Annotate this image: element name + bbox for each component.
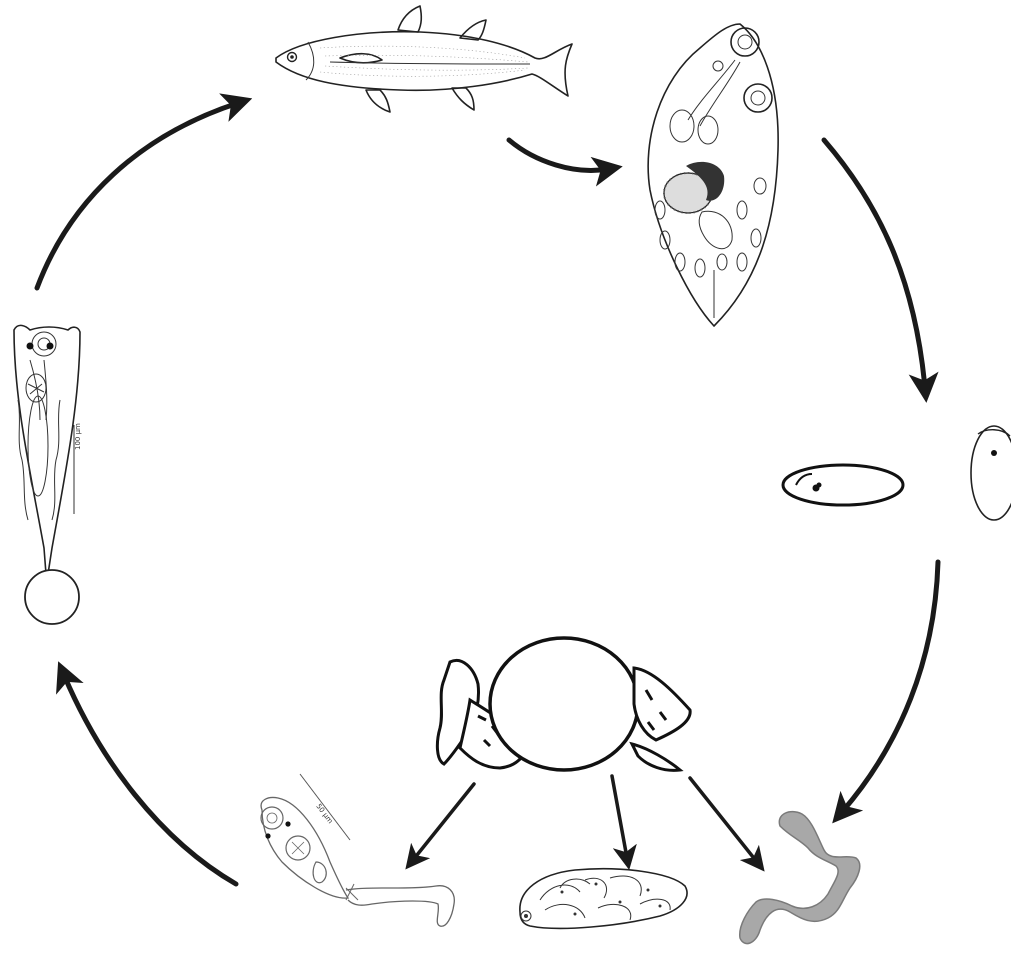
cercaria-icon: 50 µm: [261, 774, 454, 926]
adult-fluke-icon: [648, 24, 778, 326]
snail-icon: [437, 638, 690, 770]
cercaria-scale-label: 50 µm: [314, 802, 334, 825]
arrow-cercaria-to-metacercaria: [64, 675, 236, 884]
metacercaria-scale-label: 100 µm: [74, 423, 82, 450]
egg-icon: [783, 465, 903, 505]
redia-icon: [520, 869, 687, 929]
fish-icon: [276, 6, 572, 112]
arrow-snail-to-cercaria: [413, 784, 474, 860]
metacercaria-icon: 100 µm: [14, 325, 82, 624]
egg-operculated-icon: [971, 426, 1011, 520]
arrow-metacercaria-to-fish: [37, 103, 238, 288]
arrow-snail-to-sporocyst: [690, 778, 757, 862]
arrow-eggs-to-miracidium: [842, 562, 938, 812]
sporocyst-icon: [740, 812, 860, 944]
arrow-adult-to-eggs: [824, 140, 925, 388]
arrow-fish-to-adult: [509, 140, 608, 170]
arrow-snail-to-redia: [612, 776, 627, 858]
